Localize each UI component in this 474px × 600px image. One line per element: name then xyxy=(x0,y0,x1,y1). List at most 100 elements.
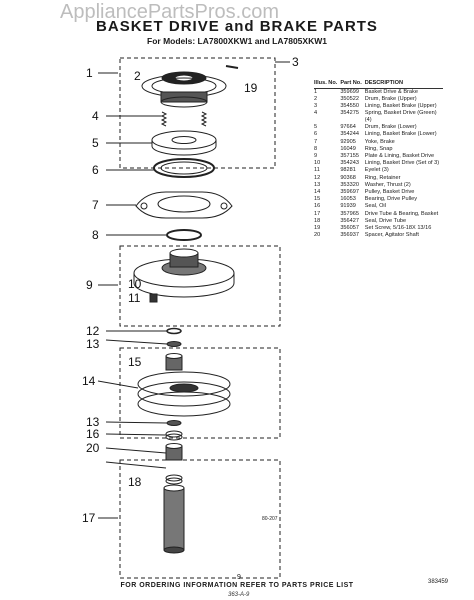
callout-2: 1 xyxy=(86,66,93,80)
part-no: 97664 xyxy=(340,124,356,131)
description: Set Screw, 5/16-18X 13/16 xyxy=(364,225,432,232)
description: Plate & Lining, Basket Drive xyxy=(364,153,435,160)
table-row: 14 359697 Pulley, Basket Drive xyxy=(314,189,443,196)
illus-no: 13 xyxy=(314,181,321,188)
callout-14: 14 xyxy=(82,374,96,388)
description: Drive Tube & Bearing, Basket xyxy=(364,210,439,217)
illus-no: 20 xyxy=(314,232,321,239)
illus-no: 15 xyxy=(314,196,321,203)
illus-no: 1 xyxy=(314,88,318,95)
diagram-code: 80-207 xyxy=(262,516,278,522)
part-no: 357965 xyxy=(340,210,359,217)
description: Spring, Basket Drive (Green) (4) xyxy=(364,110,437,124)
description: Drum, Brake (Upper) xyxy=(364,95,417,102)
part-no: 92905 xyxy=(340,138,356,145)
table-row: 6 354244 Lining, Basket Brake (Lower) xyxy=(314,131,443,138)
description: Basket Drive & Brake xyxy=(364,88,418,95)
part-no: 90368 xyxy=(340,174,356,181)
illus-no: 16 xyxy=(314,203,321,210)
description: Eyelet (3) xyxy=(364,167,389,174)
table-row: 8 16049 Ring, Snap xyxy=(314,146,443,153)
description: Lining, Basket Brake (Lower) xyxy=(364,131,437,138)
watermark: AppliancePartsPros.com xyxy=(60,1,279,23)
table-row: 3 354550 Lining, Basket Brake (Upper) xyxy=(314,103,443,110)
page-number: 9 xyxy=(237,574,241,581)
callout-20: 20 xyxy=(86,441,100,455)
illus-no: 7 xyxy=(314,138,318,145)
callout-11: 11 xyxy=(128,291,141,305)
description: Ring, Retainer xyxy=(364,174,401,181)
callout-3: 2 xyxy=(134,69,141,83)
callout-12: 12 xyxy=(86,324,100,338)
description: Ring, Snap xyxy=(364,145,393,152)
illus-no: 4 xyxy=(314,110,318,117)
illus-no: 10 xyxy=(314,160,321,167)
callout-1: 3 xyxy=(292,55,299,69)
description: Drum, Brake (Lower) xyxy=(364,124,417,131)
table-row: 20 356937 Spacer, Agitator Shaft xyxy=(314,232,443,239)
callout-5: 5 xyxy=(92,136,99,150)
part-no: 16049 xyxy=(340,145,356,152)
part-no: 16053 xyxy=(340,196,356,203)
description: Lining, Basket Brake (Upper) xyxy=(364,103,437,110)
illus-no: 18 xyxy=(314,217,321,224)
document-number: 383459 xyxy=(428,579,449,585)
callout-13: 13 xyxy=(86,337,100,351)
part-no: 357155 xyxy=(340,153,359,160)
handwritten-note: 363-A-9 xyxy=(228,592,250,598)
illus-no: 6 xyxy=(314,131,318,138)
callout-7: 7 xyxy=(92,198,99,212)
description: Seal, Drive Tube xyxy=(364,217,407,224)
callout-8: 8 xyxy=(92,228,99,242)
table-row: 11 98281 Eyelet (3) xyxy=(314,167,443,174)
callout-18: 18 xyxy=(128,475,142,489)
page-title: BASKET DRIVE and BRAKE PARTS xyxy=(96,18,378,35)
illus-no: 2 xyxy=(314,95,318,102)
description: Pulley, Basket Drive xyxy=(364,189,415,196)
part-no: 359697 xyxy=(340,189,359,196)
description: Washer, Thrust (2) xyxy=(364,181,411,188)
description: Spacer, Agitator Shaft xyxy=(364,232,419,239)
illus-no: 19 xyxy=(314,225,321,232)
header-part: Part No. xyxy=(340,80,365,89)
part-no: 354275 xyxy=(340,110,359,117)
table-row: 18 356427 Seal, Drive Tube xyxy=(314,218,443,225)
illus-no: 3 xyxy=(314,103,318,110)
callout-19: 19 xyxy=(244,81,258,95)
part-no: 356427 xyxy=(340,217,359,224)
description: Yoke, Brake xyxy=(364,138,395,145)
part-no: 356057 xyxy=(340,225,359,232)
callout-13b: 13 xyxy=(86,415,100,429)
callout-10: 10 xyxy=(128,277,142,291)
part-no: 98281 xyxy=(340,167,356,174)
callout-9: 9 xyxy=(86,278,93,292)
header-description: DESCRIPTION xyxy=(364,80,443,89)
table-row: 19 356057 Set Screw, 5/16-18X 13/16 xyxy=(314,225,443,232)
callout-16: 16 xyxy=(86,427,100,441)
part-no: 350522 xyxy=(340,95,359,102)
part-no: 354550 xyxy=(340,103,359,110)
illus-no: 14 xyxy=(314,189,321,196)
header-illus: Illus. No. xyxy=(314,80,341,89)
model-numbers: For Models: LA7800XKW1 and LA7805XKW1 xyxy=(147,36,327,46)
table-row: 12 90368 Ring, Retainer xyxy=(314,175,443,182)
table-row: 7 92905 Yoke, Brake xyxy=(314,139,443,146)
table-row: 4 354275 Spring, Basket Drive (Green) (4) xyxy=(314,110,443,124)
callout-6: 6 xyxy=(92,163,99,177)
part-no: 356937 xyxy=(340,232,359,239)
part-no: 354244 xyxy=(340,131,359,138)
ordering-note: FOR ORDERING INFORMATION REFER TO PARTS … xyxy=(120,582,354,589)
illus-no: 8 xyxy=(314,145,318,152)
illus-no: 11 xyxy=(314,167,320,174)
part-no: 91939 xyxy=(340,203,356,210)
description: Lining, Basket Drive (Set of 3) xyxy=(364,160,440,167)
illus-no: 12 xyxy=(314,174,321,181)
table-row: 2 350522 Drum, Brake (Upper) xyxy=(314,96,443,103)
